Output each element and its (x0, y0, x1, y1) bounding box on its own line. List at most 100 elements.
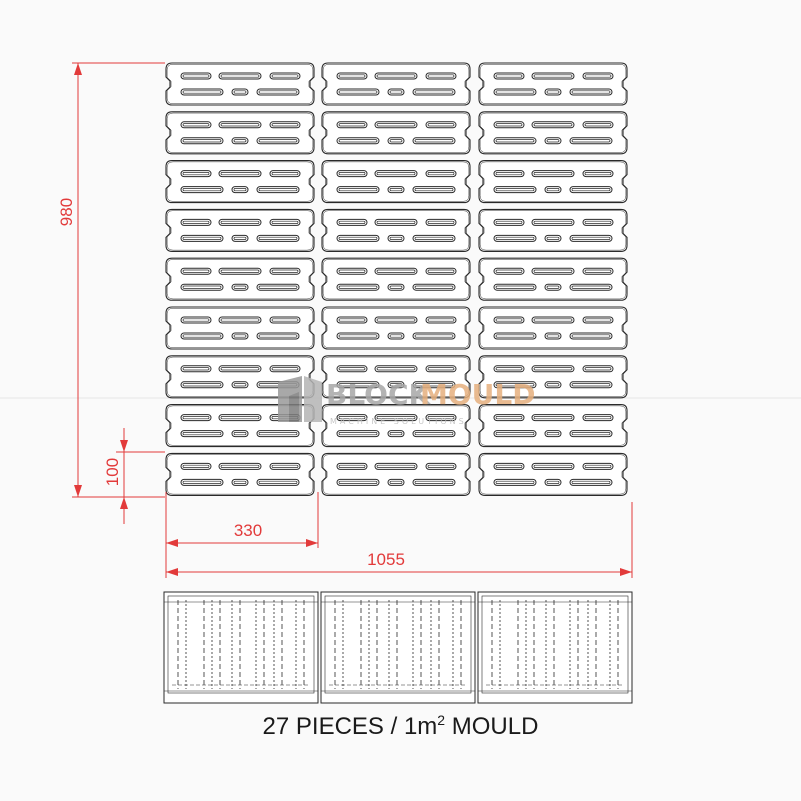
side-view-frame (320, 591, 476, 704)
block-grid (165, 62, 628, 496)
slot-inner (546, 236, 560, 240)
block-outline (321, 306, 471, 350)
slot-inner (338, 367, 366, 371)
slot-inner (546, 188, 560, 192)
slot-inner (182, 383, 222, 387)
slot-inner (546, 334, 560, 338)
block-piece (321, 404, 471, 448)
slot-inner (414, 90, 454, 94)
block-outline-inner (479, 356, 627, 397)
slot-outer (269, 72, 301, 80)
slot-outer (412, 234, 456, 242)
slot-inner (338, 74, 366, 78)
slot-outer (180, 267, 212, 275)
slot-outer (387, 186, 405, 194)
slot-outer (231, 186, 249, 194)
slot-outer (374, 218, 418, 226)
slot-inner (258, 334, 298, 338)
slot-outer (231, 137, 249, 145)
slot-inner (389, 334, 403, 338)
block-piece (478, 257, 628, 301)
slot-inner (182, 334, 222, 338)
slot-inner (258, 432, 298, 436)
slot-inner (389, 383, 403, 387)
slot-inner (220, 269, 260, 273)
slot-inner (495, 416, 523, 420)
slot-inner (427, 464, 455, 468)
block-outline (321, 208, 471, 252)
slot-inner (584, 269, 612, 273)
slot-inner (533, 318, 573, 322)
dimension-label-row-height: 100 (103, 458, 122, 486)
slot-inner (427, 269, 455, 273)
block-piece (478, 355, 628, 399)
slot-inner (546, 139, 560, 143)
slot-inner (376, 74, 416, 78)
slot-inner (414, 285, 454, 289)
watermark-logo-icon (278, 376, 322, 422)
slot-inner (376, 367, 416, 371)
slot-inner (427, 416, 455, 420)
slot-inner (182, 318, 210, 322)
slot-inner (571, 236, 611, 240)
slot-inner (338, 236, 378, 240)
side-view-inner (324, 595, 472, 694)
slot-outer (387, 332, 405, 340)
watermark-word-mould: MOULD (420, 378, 536, 411)
slot-outer (180, 218, 212, 226)
slot-inner (338, 139, 378, 143)
slot-inner (427, 74, 455, 78)
slot-inner (233, 432, 247, 436)
slot-outer (425, 316, 457, 324)
slot-inner (258, 188, 298, 192)
slot-inner (495, 432, 535, 436)
slot-outer (374, 414, 418, 422)
slot-outer (387, 88, 405, 96)
slot-inner (338, 220, 366, 224)
slot-inner (495, 464, 523, 468)
slot-inner (533, 367, 573, 371)
slot-outer (218, 414, 262, 422)
side-view (163, 591, 633, 704)
slot-inner (584, 220, 612, 224)
block-piece (478, 306, 628, 350)
slot-inner (182, 74, 210, 78)
slot-outer (336, 316, 368, 324)
slot-inner (495, 123, 523, 127)
slot-inner (571, 188, 611, 192)
slot-outer (218, 170, 262, 178)
slot-outer (425, 121, 457, 129)
slot-outer (387, 234, 405, 242)
dimension-label-total-width: 1055 (367, 550, 405, 569)
block-outline (165, 160, 315, 204)
slot-outer (569, 234, 613, 242)
slot-inner (389, 432, 403, 436)
slot-inner (338, 285, 378, 289)
block-outline (478, 306, 628, 350)
slot-inner (414, 139, 454, 143)
slot-outer (544, 234, 562, 242)
block-piece (165, 208, 315, 252)
slot-inner (495, 318, 523, 322)
slot-inner (220, 464, 260, 468)
block-outline (478, 452, 628, 496)
slot-outer (493, 365, 525, 373)
slot-inner (571, 285, 611, 289)
block-outline (478, 257, 628, 301)
slot-outer (336, 381, 380, 389)
slot-outer (336, 72, 368, 80)
slot-outer (336, 121, 368, 129)
slot-outer (493, 381, 537, 389)
slot-inner (376, 464, 416, 468)
slot-outer (336, 234, 380, 242)
slot-outer (531, 365, 575, 373)
block-outline (321, 62, 471, 106)
slot-outer (374, 170, 418, 178)
slot-inner (584, 416, 612, 420)
block-outline-inner (479, 161, 627, 202)
slot-inner (220, 318, 260, 322)
block-outline-inner (322, 112, 470, 153)
slot-inner (376, 220, 416, 224)
slot-outer (544, 186, 562, 194)
